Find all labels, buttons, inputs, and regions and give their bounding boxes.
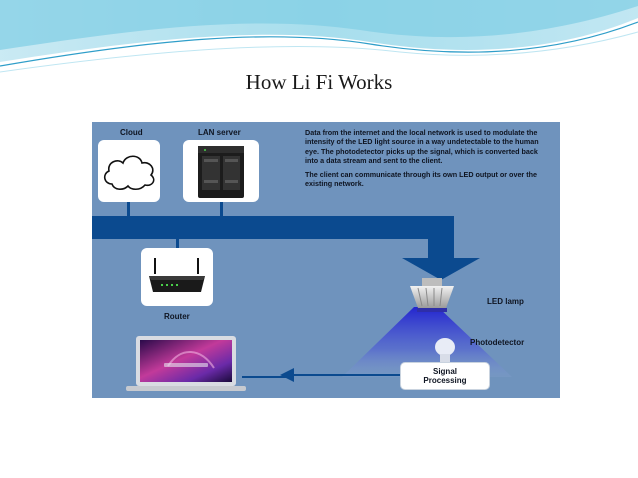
description-paragraph-1: Data from the internet and the local net… [305,128,539,165]
header-wave-decoration [0,0,638,73]
signal-processing-label-line1: Signal [432,367,457,376]
cloud-label: Cloud [120,128,143,137]
return-line [292,374,400,376]
lan-server-connector [220,202,223,216]
laptop-link-line [242,376,292,378]
router-label: Router [164,312,190,321]
router-connector [176,239,179,249]
light-beam [342,307,512,377]
cloud-box [98,140,160,202]
cloud-connector [127,202,130,216]
diagram-description: Data from the internet and the local net… [305,128,553,194]
led-lamp-label: LED lamp [487,297,524,306]
lan-server-box [183,140,259,202]
photodetector-icon [435,338,455,362]
signal-processing-label-line2: Processing [423,376,467,385]
lifi-diagram: Cloud LAN server [92,122,560,398]
lan-server-label: LAN server [198,128,241,137]
cloud-icon [103,155,155,191]
server-icon [198,146,244,198]
lamp-feed-pipe [428,216,454,260]
description-paragraph-2: The client can communicate through its o… [305,170,538,189]
led-lamp-icon [410,278,454,312]
photodetector-label: Photodetector [470,338,525,347]
router-box [141,248,213,306]
router-icon [149,258,205,292]
lamp-feed-arrow [402,258,480,280]
signal-processing-box: Signal Processing [400,362,490,390]
laptop-icon [126,336,246,391]
network-bus [92,216,454,239]
slide-title: How Li Fi Works [245,70,393,94]
return-arrow [280,368,294,382]
